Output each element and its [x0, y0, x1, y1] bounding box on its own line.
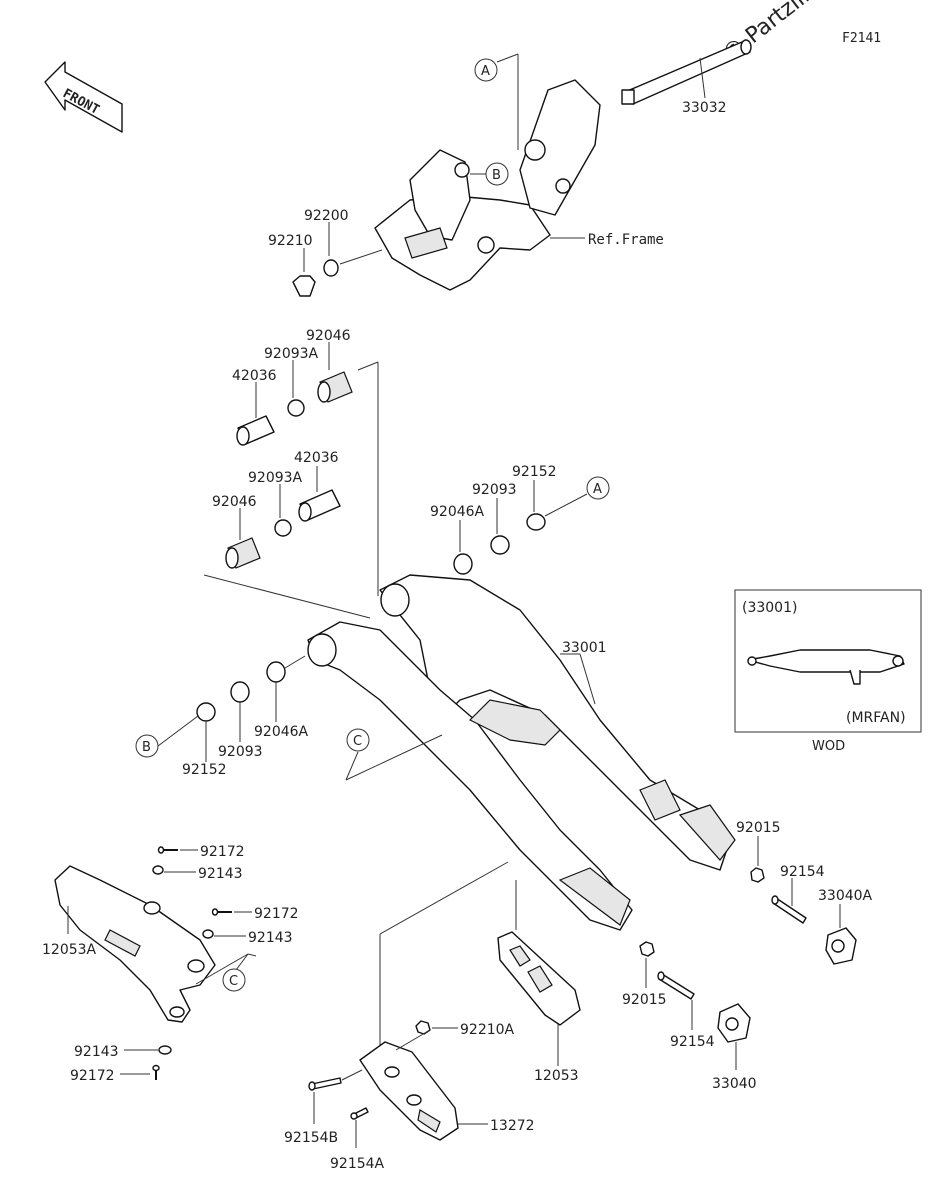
label-92093a-top: 92093A [264, 346, 319, 362]
chain-slider-12053 [497, 931, 581, 1026]
label-92152-right: 92152 [512, 464, 557, 480]
screw-92154a [350, 1107, 369, 1120]
seal-92093a-top [287, 399, 305, 417]
label-92200: 92200 [304, 208, 349, 224]
callout-b-top-text: B [492, 168, 501, 183]
cap-92152-right [526, 513, 546, 531]
label-92172-c: 92172 [70, 1068, 115, 1084]
label-92015-right: 92015 [736, 820, 781, 836]
swingarm-33001 [307, 574, 736, 931]
adjuster-33040 [717, 1003, 751, 1043]
callout-a-mid-text: A [593, 482, 602, 497]
seal-92093a-mid [274, 519, 292, 537]
label-92046a-right: 92046A [430, 504, 485, 520]
bearing-92046a-left [266, 661, 286, 683]
label-92046a-left: 92046A [254, 724, 309, 740]
inset-box: (33001) (MRFAN) [734, 589, 922, 733]
callout-c-mid-text: C [353, 734, 362, 749]
cap-92152-left [196, 702, 216, 722]
nut-92210 [292, 275, 316, 297]
label-92210a: 92210A [460, 1022, 515, 1038]
label-12053a: 12053A [42, 942, 97, 958]
seal-92093-left [230, 681, 250, 703]
screw-92172-b [211, 908, 232, 916]
label-33040a: 33040A [818, 888, 873, 904]
pivot-shaft-33032 [621, 39, 752, 105]
front-arrow-icon: FRONT [44, 61, 123, 133]
label-92093a-mid: 92093A [248, 470, 303, 486]
label-92210: 92210 [268, 233, 313, 249]
label-92154b: 92154B [284, 1130, 338, 1146]
label-42036-top: 42036 [232, 368, 277, 384]
washer-92143-a [152, 865, 164, 875]
label-92143-b: 92143 [248, 930, 293, 946]
bolt-92154-right [771, 895, 807, 924]
callout-a-top [474, 58, 498, 82]
label-92152-left: 92152 [182, 762, 227, 778]
callout-b-left [135, 734, 159, 758]
inset-variant: (MRFAN) [846, 710, 906, 726]
figure-code: F2141 [842, 31, 881, 46]
inset-caption: WOD [812, 739, 845, 754]
bearing-92046-top [317, 371, 353, 403]
collar-42036-top [236, 415, 275, 446]
washer-92143-c [158, 1045, 172, 1055]
chain-guide-13272 [359, 1041, 459, 1141]
label-33001: 33001 [562, 640, 607, 656]
label-12053: 12053 [534, 1068, 579, 1084]
label-33032: 33032 [682, 100, 727, 116]
bolt-92154-low [657, 971, 695, 1000]
label-92172-b: 92172 [254, 906, 299, 922]
label-92154-right: 92154 [780, 864, 825, 880]
label-92046-mid: 92046 [212, 494, 257, 510]
bolt-92154b [308, 1077, 342, 1091]
chain-slider-12053a [54, 865, 216, 1023]
screw-92172-c [152, 1064, 160, 1080]
collar-42036-mid [298, 489, 341, 522]
label-92046-top: 92046 [306, 328, 351, 344]
callout-c-mid [346, 728, 370, 752]
washer-92143-b [202, 929, 214, 939]
label-ref-frame: Ref.Frame [588, 232, 664, 248]
callout-a-top-text: A [481, 64, 490, 79]
nut-92210a [415, 1020, 431, 1035]
callout-b-left-text: B [142, 740, 151, 755]
seal-92093-right [490, 535, 510, 555]
bearing-92046-mid [225, 537, 261, 569]
label-92172-a: 92172 [200, 844, 245, 860]
bearing-92046a-right [453, 553, 473, 575]
callout-c-left [222, 968, 246, 992]
label-92143-a: 92143 [198, 866, 243, 882]
washer-92200 [323, 259, 339, 277]
label-92015-low: 92015 [622, 992, 667, 1008]
inset-title: (33001) [742, 600, 797, 616]
callout-a-mid [586, 476, 610, 500]
label-92093-right: 92093 [472, 482, 517, 498]
label-92154-low: 92154 [670, 1034, 715, 1050]
adjuster-33040a [825, 927, 857, 965]
nut-92015-low [639, 941, 655, 957]
label-92143-c: 92143 [74, 1044, 119, 1060]
screw-92172-a [157, 846, 178, 854]
label-13272: 13272 [490, 1118, 535, 1134]
nut-92015-right [750, 867, 765, 883]
label-33040: 33040 [712, 1076, 757, 1092]
label-92093-left: 92093 [218, 744, 263, 760]
label-92154a: 92154A [330, 1156, 385, 1172]
callout-c-left-text: C [229, 974, 238, 989]
label-42036-mid: 42036 [294, 450, 339, 466]
frame-reference [374, 79, 601, 291]
